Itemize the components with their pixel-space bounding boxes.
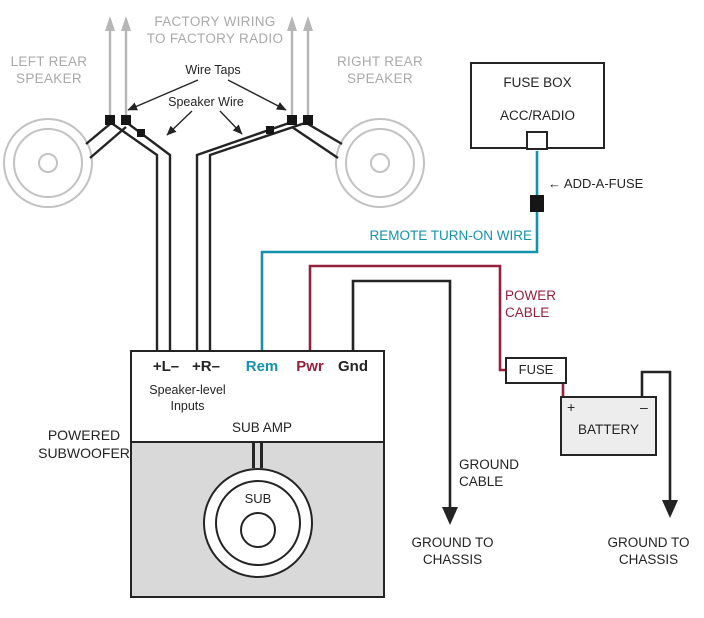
- amp-terminal-left-input: +L–: [152, 358, 180, 375]
- power-cable-wire: [308, 264, 506, 372]
- right-rear-speaker-icon: [335, 118, 425, 208]
- speaker-wire-label: Speaker Wire: [168, 95, 244, 109]
- sub-driver-mid: [215, 480, 301, 566]
- battery-box: [560, 396, 657, 456]
- amp-terminal-ground: Gnd: [338, 358, 368, 375]
- ground-cable-wire: [351, 279, 452, 509]
- speaker-stem: [252, 443, 255, 468]
- sub-driver-label: SUB: [244, 491, 272, 506]
- down-arrow-icon: [662, 500, 678, 518]
- crimp-connector-icon: [266, 126, 274, 134]
- inline-fuse-box: [505, 357, 567, 384]
- fuse-slot-icon: [526, 131, 548, 150]
- battery-ground-wire: [640, 370, 672, 502]
- amp-terminal-remote: Rem: [245, 358, 279, 375]
- remote-turn-on-label: REMOTE TURN-ON WIRE: [369, 228, 533, 243]
- amp-input-wires: [109, 120, 309, 351]
- down-arrow-icon: [442, 507, 458, 525]
- left-rear-speaker-icon: [3, 118, 93, 208]
- crimp-connector-icon: [137, 129, 145, 137]
- fuse-box-circuit-label: ACC/RADIO: [499, 108, 575, 123]
- factory-speaker-wires: [85, 122, 343, 159]
- speaker-stem: [260, 443, 263, 468]
- battery-label: BATTERY: [577, 422, 639, 437]
- sub-driver-center: [240, 512, 276, 548]
- fuse-box-title: FUSE BOX: [503, 75, 572, 90]
- battery-negative-terminal: –: [640, 399, 648, 415]
- battery-positive-terminal: +: [567, 399, 576, 415]
- factory-wiring-arrows: [108, 30, 310, 120]
- sub-amp-label: SUB AMP: [231, 420, 293, 435]
- wire-tap-icons: [105, 115, 313, 137]
- amp-terminal-power: Pwr: [296, 358, 324, 375]
- up-arrow-icons: [105, 16, 313, 31]
- add-a-fuse-label: ← ADD-A-FUSE: [548, 176, 644, 191]
- amp-terminal-right-input: +R–: [192, 358, 220, 375]
- wire-taps-label: Wire Taps: [185, 63, 241, 77]
- annotation-arrows: [127, 79, 287, 136]
- sub-amp-box: [130, 350, 385, 443]
- inline-fuse-label: FUSE: [518, 362, 554, 377]
- add-a-fuse-icon: [530, 195, 544, 212]
